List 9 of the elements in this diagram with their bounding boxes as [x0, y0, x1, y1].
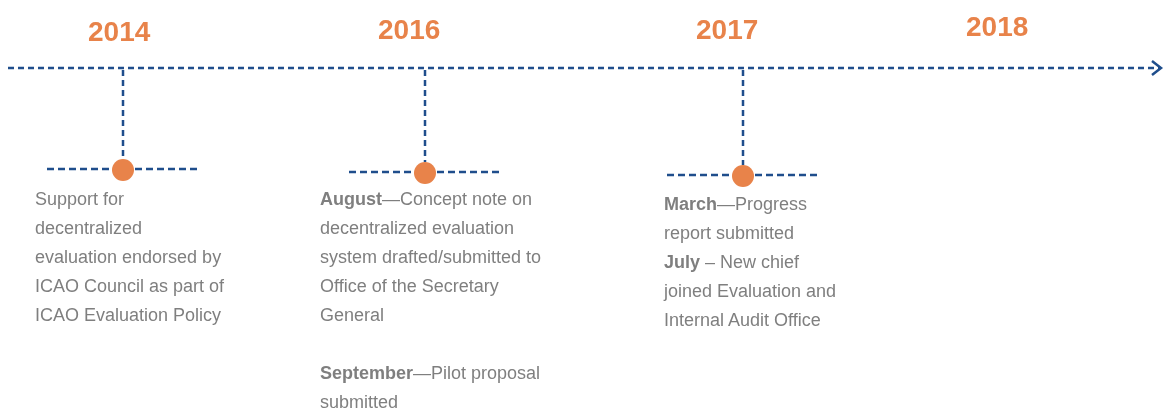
event-description: September—Pilot proposal submitted: [320, 362, 542, 414]
event-description: Support for decentralized evaluation endorsed by ICAO Council as part of ICAO Evaluation Policy: [35, 188, 225, 327]
year-label: 2017: [696, 14, 759, 46]
year-label: 2016: [378, 14, 441, 46]
year-label: 2018: [966, 11, 1029, 43]
year-label: 2014: [88, 16, 151, 48]
event-description: March—Progress report submitted: [664, 193, 809, 245]
event-description: August—Concept note on decentralized evaluation system drafted/submitted to Office of the Secretary General: [320, 188, 543, 327]
event-description: July – New chief joined Evaluation and Internal Audit Office: [664, 251, 838, 332]
